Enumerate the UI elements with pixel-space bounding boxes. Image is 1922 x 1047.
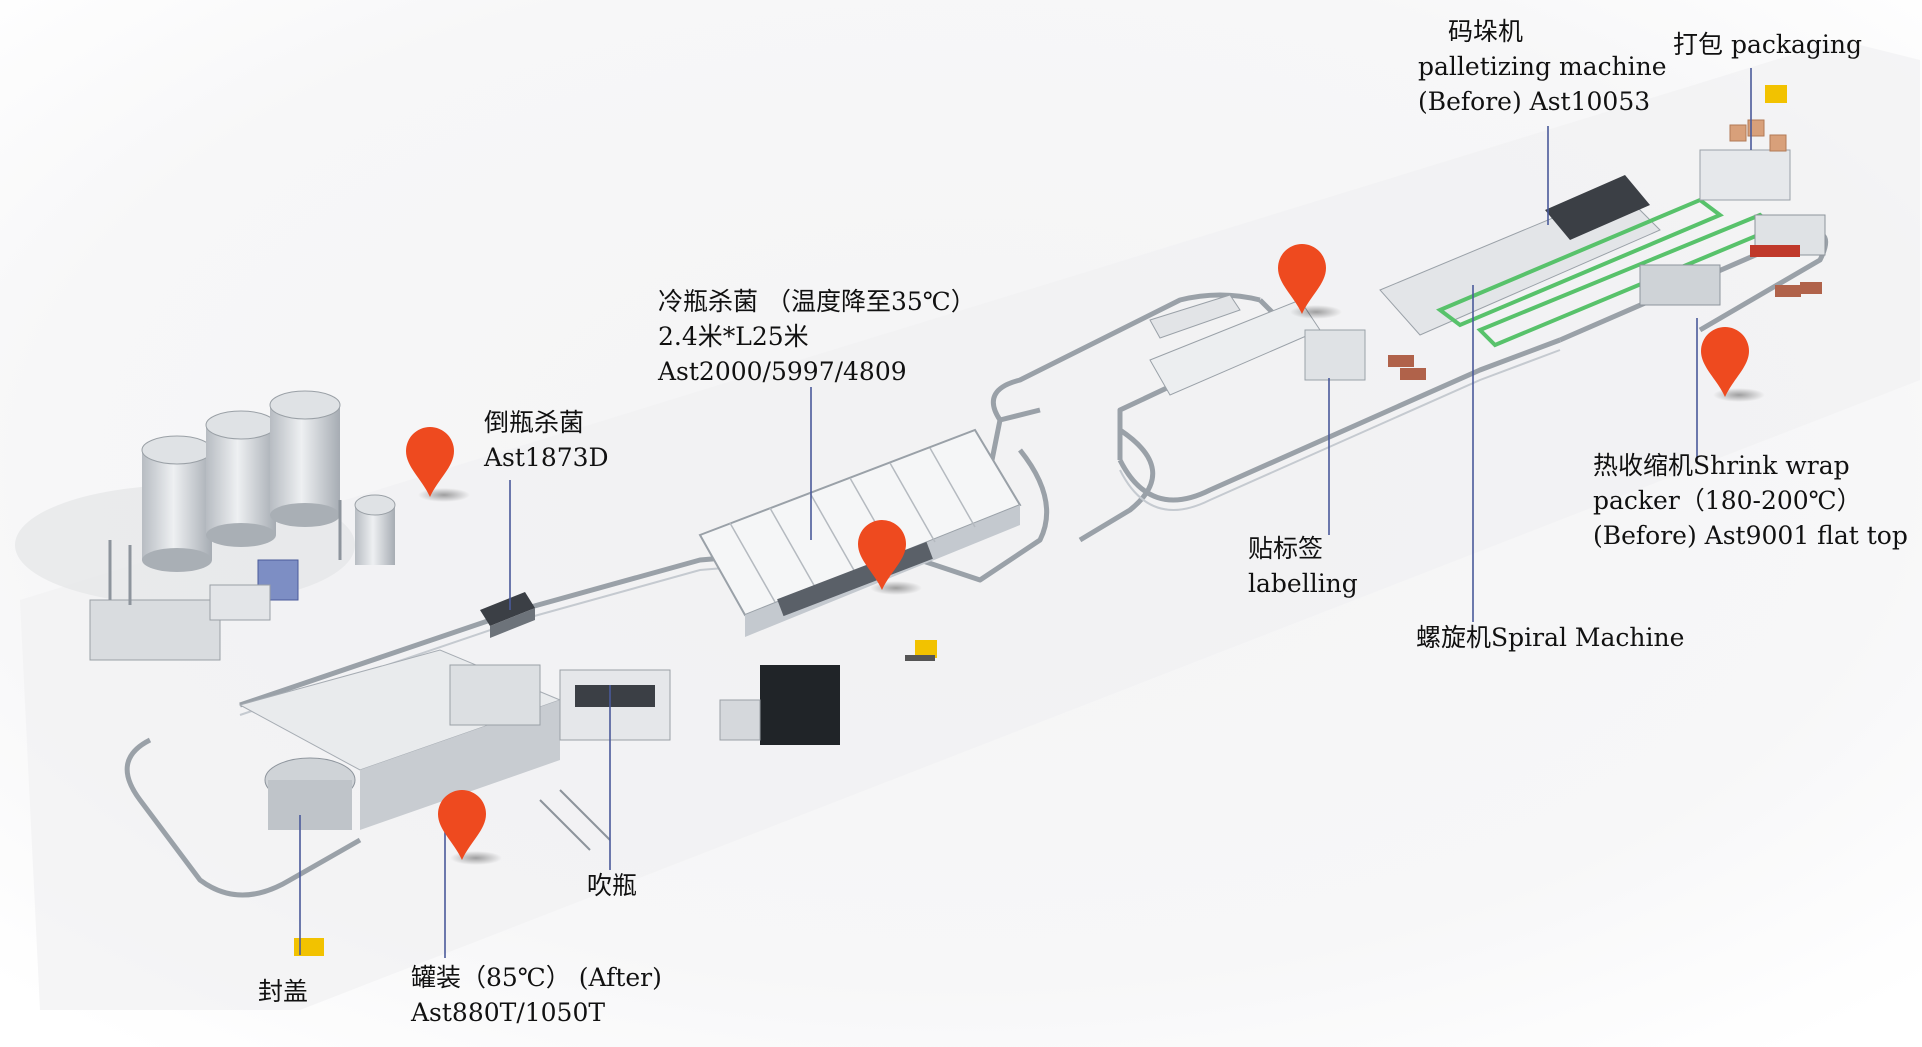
spiral-machine-label: 螺旋机Spiral Machine <box>1416 623 1685 652</box>
labelling-area-pin-icon <box>1278 244 1342 319</box>
leader-lines <box>299 68 1752 958</box>
location-markers <box>406 244 1765 865</box>
labelling-label: 贴标签 labelling <box>1248 534 1358 598</box>
filling-and-blowing-block <box>238 649 840 851</box>
palletizing-en: palletizing machine <box>1418 52 1667 81</box>
labelling-area <box>1149 294 1366 396</box>
inverted-sterilization-pin-icon <box>406 427 470 502</box>
packaging-label: 打包 packaging <box>1673 30 1863 59</box>
shrink-wrap-packer-label: 热收缩机Shrink wrap packer（180-200℃） (Before… <box>1593 451 1908 550</box>
inverted-sterilization-label: 倒瓶杀菌 Ast1873D <box>484 408 609 472</box>
inverted-sterilizer-machine <box>480 592 535 638</box>
shrink-wrap-pin-icon <box>1701 327 1765 402</box>
filling-pin-icon <box>438 790 502 865</box>
packaging-end-of-line <box>294 85 1826 956</box>
blow-molding-label: 吹瓶 <box>587 871 638 900</box>
forklift <box>905 640 937 661</box>
palletizing-cn: 码垛机 <box>1448 17 1524 46</box>
capping-label: 封盖 <box>258 977 309 1006</box>
cold-sterilization-label: 冷瓶杀菌 （温度降至35℃） 2.4米*L25米 Ast2000/5997/48… <box>658 287 976 386</box>
storage-tanks <box>15 390 396 661</box>
cold-sterilization-pin-icon <box>858 520 922 595</box>
filling-label: 罐装（85℃） (After) Ast880T/1050T <box>411 963 662 1027</box>
palletizing-machine-label: 码垛机 palletizing machine (Before) Ast1005… <box>1418 14 1667 119</box>
palletizing-model: (Before) Ast10053 <box>1418 87 1651 116</box>
